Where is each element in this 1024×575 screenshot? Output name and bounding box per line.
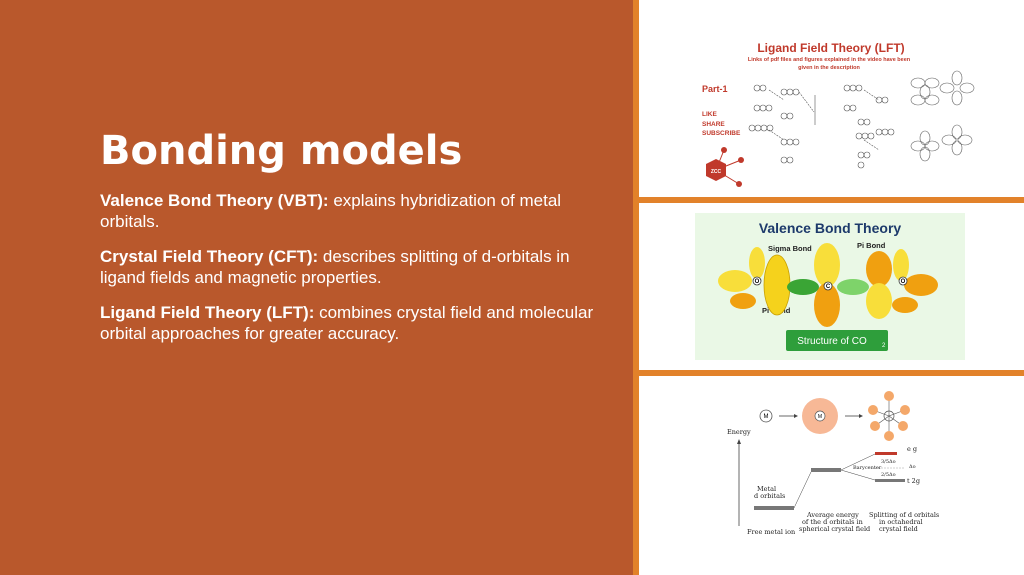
lft-subtitle-1: Links of pdf files and figures explained…	[748, 57, 911, 63]
bullet-term: Valence Bond Theory (VBT):	[100, 191, 329, 210]
vbt-caption-subscript: 2	[882, 343, 886, 349]
bullet-list: Valence Bond Theory (VBT): explains hybr…	[100, 190, 605, 358]
lft-logo-text: ZCC	[711, 169, 722, 175]
vbt-caption: Structure of CO	[797, 336, 867, 347]
cft-energy-label: Energy	[727, 428, 751, 436]
bullet-text: describes splitting of d-orbitals in lig…	[100, 247, 570, 287]
cft-eg-levels	[875, 452, 897, 455]
bullet-term: Crystal Field Theory (CFT):	[100, 247, 319, 266]
cft-t2g-levels	[875, 479, 905, 482]
bullet-text: explains hybridization of metal orbitals…	[100, 191, 562, 231]
cft-split-1: Splitting of d orbitals	[869, 511, 939, 519]
lft-cta-subscribe: SUBSCRIBE	[702, 130, 741, 137]
image-separator-1	[639, 197, 1024, 203]
lft-mo-diagram	[748, 84, 895, 169]
cft-metal-label: M	[764, 414, 769, 420]
vbt-atom-c: C	[826, 284, 831, 290]
bullet-vbt: Valence Bond Theory (VBT): explains hybr…	[100, 190, 605, 232]
cft-eg-label: e g	[907, 445, 917, 453]
cft-split-3: crystal field	[879, 525, 918, 533]
vbt-orbital-diagram	[718, 243, 938, 327]
cft-free-levels	[754, 506, 794, 510]
lft-title: Ligand Field Theory (LFT)	[757, 41, 904, 55]
lft-logo-icon: ZCC	[706, 147, 744, 187]
lft-orbital-lobes	[910, 70, 975, 162]
cft-barycenter: Barycenter	[853, 465, 882, 471]
cft-delta-down: 2/5Δo	[881, 472, 896, 478]
slide-left-panel	[0, 0, 633, 575]
lft-cta-like: LIKE	[702, 111, 717, 118]
vbt-pi-label-top: Pi Bond	[857, 241, 886, 250]
cft-avg-3: spherical crystal field	[799, 525, 870, 533]
cft-avg-1: Average energy	[806, 511, 859, 519]
cft-figure: M M Energy Metal d orbitals	[639, 376, 1024, 575]
bullet-term: Ligand Field Theory (LFT):	[100, 303, 315, 322]
slide-title: Bonding models	[100, 128, 463, 174]
image-separator-2	[639, 370, 1024, 376]
bullet-lft: Ligand Field Theory (LFT): combines crys…	[100, 302, 605, 344]
lft-figure: Ligand Field Theory (LFT) Links of pdf f…	[639, 0, 1024, 197]
vbt-sigma-label: Sigma Bond	[768, 244, 812, 253]
vbt-figure: Valence Bond Theory Sigma Bond Pi Bond P…	[639, 203, 1024, 370]
cft-avg-levels	[811, 468, 841, 472]
vbt-atom-o-right: O	[901, 279, 906, 285]
lft-part-label: Part-1	[702, 84, 728, 94]
cft-free-ion: Free metal ion	[747, 528, 795, 536]
cft-octahedral-icon	[868, 391, 910, 441]
lft-subtitle-2: given in the description	[798, 65, 860, 71]
cft-avg-2: of the d orbitals in	[802, 518, 863, 526]
cft-metal-d-1: Metal	[757, 485, 776, 493]
cft-delta-up: 3/5Δo	[881, 459, 896, 465]
cft-t2g-label: t 2g	[907, 477, 920, 485]
vbt-atom-o-left: O	[755, 279, 760, 285]
cft-split-2: in octahedral	[879, 518, 923, 526]
bullet-cft: Crystal Field Theory (CFT): describes sp…	[100, 246, 605, 288]
cft-metal-label-sphere: M	[818, 414, 822, 420]
cft-metal-d-2: d orbitals	[754, 492, 785, 500]
cft-metal-ion-icon: M M	[759, 398, 863, 434]
lft-cta-share: SHARE	[702, 121, 725, 128]
bullet-text: combines crystal field and molecular orb…	[100, 303, 594, 343]
cft-delta-o: Δo	[909, 464, 916, 470]
vbt-title: Valence Bond Theory	[759, 220, 902, 236]
accent-divider-vertical	[633, 0, 639, 575]
